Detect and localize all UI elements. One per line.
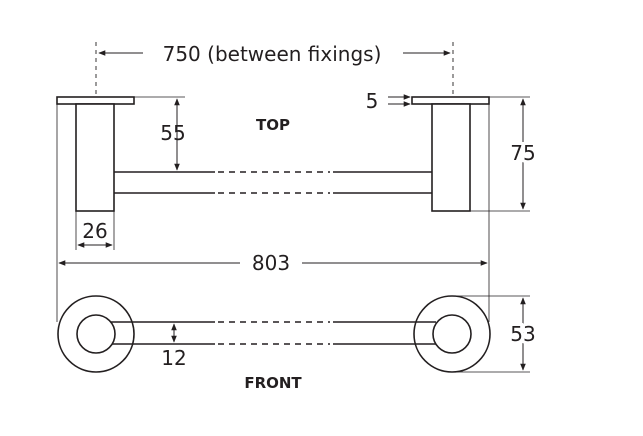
left-post-end — [76, 314, 116, 354]
overall-length-label: 803 — [252, 251, 290, 275]
right-post-end — [432, 314, 472, 354]
right-post — [431, 103, 471, 212]
depth-label: 75 — [510, 141, 535, 165]
top-view-label: TOP — [256, 116, 290, 134]
front-view-label: FRONT — [244, 374, 302, 392]
left-wall-disc — [57, 295, 135, 373]
front-view: 12 53 FRONT — [57, 295, 539, 392]
left-wall-plate — [56, 96, 135, 105]
post-width-label: 26 — [82, 219, 107, 243]
right-wall-plate — [411, 96, 490, 105]
projection-label: 55 — [160, 121, 185, 145]
top-view: 750 (between fixings) 55 TOP 5 75 26 — [56, 42, 539, 250]
rail-diameter-label: 12 — [161, 346, 186, 370]
plate-thickness-label: 5 — [366, 89, 379, 113]
plate-diameter-label: 53 — [510, 322, 535, 346]
left-post — [75, 103, 115, 212]
overall-length-dimension: 803 — [56, 104, 490, 322]
between-fixings-label: 750 (between fixings) — [163, 42, 382, 66]
